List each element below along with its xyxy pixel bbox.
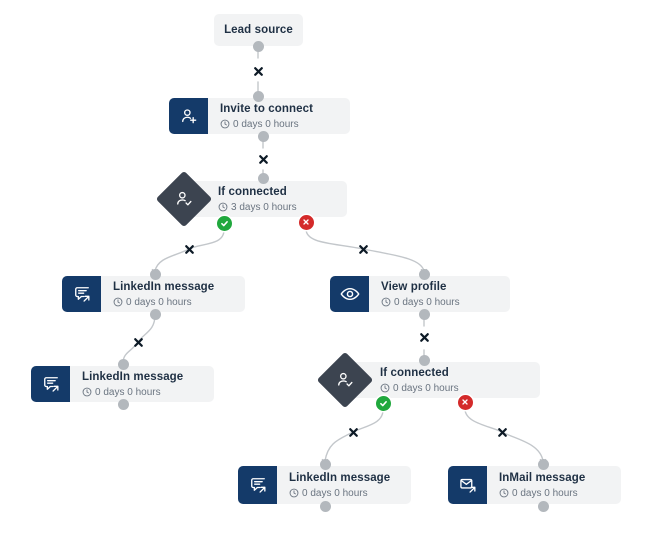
node-delay-text: 3 days 0 hours <box>231 201 297 213</box>
eye-icon <box>330 276 369 312</box>
node-port-p-lead-out[interactable] <box>252 40 264 52</box>
node-body: LinkedIn message 0 days 0 hours <box>277 466 411 504</box>
node-delay: 0 days 0 hours <box>82 386 214 399</box>
workflow-node-inmail-message[interactable]: InMail message 0 days 0 hours <box>448 466 621 504</box>
mail-send-icon <box>448 466 487 504</box>
node-port-p-li2-in[interactable] <box>117 358 129 370</box>
x-close-icon[interactable] <box>257 153 270 166</box>
node-delay: 3 days 0 hours <box>218 201 347 214</box>
clock-icon <box>113 297 123 307</box>
node-delay-text: 0 days 0 hours <box>302 487 368 499</box>
node-title: Invite to connect <box>220 102 314 115</box>
workflow-node-view-profile[interactable]: View profile 0 days 0 hours <box>330 276 510 312</box>
person-check-icon <box>325 360 365 400</box>
workflow-node-lead-source[interactable]: Lead source <box>214 14 303 46</box>
node-port-p-invite-out[interactable] <box>257 130 269 142</box>
message-send-icon <box>31 366 70 402</box>
person-add-icon <box>169 98 208 134</box>
node-body: LinkedIn message 0 days 0 hours <box>70 366 214 402</box>
message-send-icon <box>62 276 101 312</box>
node-title: LinkedIn message <box>289 471 391 484</box>
x-close-icon[interactable] <box>357 243 370 256</box>
node-port-p-ifc1-in[interactable] <box>257 172 269 184</box>
node-delay: 0 days 0 hours <box>220 118 350 131</box>
node-port-p-invite-in[interactable] <box>252 90 264 102</box>
node-port-p-view-out[interactable] <box>418 308 430 320</box>
clock-icon <box>218 202 228 212</box>
person-check-icon <box>164 179 204 219</box>
x-close-icon[interactable] <box>252 65 265 78</box>
branch-badge-badge-ifc1-yes[interactable] <box>216 215 232 231</box>
node-body: LinkedIn message 0 days 0 hours <box>101 276 245 312</box>
node-port-p-inmail-in[interactable] <box>537 458 549 470</box>
node-title: If connected <box>218 185 287 198</box>
x-close-icon[interactable] <box>183 243 196 256</box>
node-title: If connected <box>380 366 449 379</box>
node-body: InMail message 0 days 0 hours <box>487 466 621 504</box>
node-title: LinkedIn message <box>82 370 184 383</box>
node-title: LinkedIn message <box>113 280 215 293</box>
workflow-node-linkedin-message-1[interactable]: LinkedIn message 0 days 0 hours <box>62 276 245 312</box>
node-port-p-li2-out[interactable] <box>117 398 129 410</box>
node-delay: 0 days 0 hours <box>113 296 245 309</box>
node-port-p-ifc2-in[interactable] <box>418 354 430 366</box>
node-title: View profile <box>381 280 447 293</box>
node-delay-text: 0 days 0 hours <box>512 487 578 499</box>
node-port-p-li1-in[interactable] <box>149 268 161 280</box>
node-port-p-li1-out[interactable] <box>149 308 161 320</box>
node-port-p-li3-out[interactable] <box>319 500 331 512</box>
branch-badge-badge-ifc2-yes[interactable] <box>375 395 391 411</box>
node-body: Lead source <box>214 14 303 46</box>
node-port-p-li3-in[interactable] <box>319 458 331 470</box>
node-delay: 0 days 0 hours <box>499 487 621 500</box>
node-delay-text: 0 days 0 hours <box>393 382 459 394</box>
x-close-icon[interactable] <box>418 331 431 344</box>
workflow-node-if-connected-2[interactable]: If connected 0 days 0 hours <box>347 362 540 398</box>
node-delay-text: 0 days 0 hours <box>95 386 161 398</box>
clock-icon <box>289 488 299 498</box>
x-close-icon[interactable] <box>347 426 360 439</box>
message-send-icon <box>238 466 277 504</box>
node-port-p-view-in[interactable] <box>418 268 430 280</box>
node-body: If connected 3 days 0 hours <box>206 181 347 217</box>
clock-icon <box>220 119 230 129</box>
workflow-node-linkedin-message-3[interactable]: LinkedIn message 0 days 0 hours <box>238 466 411 504</box>
workflow-node-if-connected-1[interactable]: If connected 3 days 0 hours <box>185 181 347 217</box>
node-delay-text: 0 days 0 hours <box>233 118 299 130</box>
node-title: Lead source <box>224 24 293 36</box>
x-close-icon[interactable] <box>132 336 145 349</box>
branch-badge-badge-ifc1-no[interactable] <box>298 214 314 230</box>
node-delay: 0 days 0 hours <box>289 487 411 500</box>
node-title: InMail message <box>499 471 586 484</box>
node-port-p-inmail-out[interactable] <box>537 500 549 512</box>
node-delay: 0 days 0 hours <box>381 296 510 309</box>
node-body: Invite to connect 0 days 0 hours <box>208 98 350 134</box>
node-delay-text: 0 days 0 hours <box>394 296 460 308</box>
clock-icon <box>380 383 390 393</box>
branch-badge-badge-ifc2-no[interactable] <box>457 394 473 410</box>
clock-icon <box>381 297 391 307</box>
clock-icon <box>82 387 92 397</box>
node-delay: 0 days 0 hours <box>380 382 540 395</box>
workflow-node-invite-to-connect[interactable]: Invite to connect 0 days 0 hours <box>169 98 350 134</box>
node-body: If connected 0 days 0 hours <box>368 362 540 398</box>
clock-icon <box>499 488 509 498</box>
workflow-node-linkedin-message-2[interactable]: LinkedIn message 0 days 0 hours <box>31 366 214 402</box>
x-close-icon[interactable] <box>496 426 509 439</box>
node-body: View profile 0 days 0 hours <box>369 276 510 312</box>
node-delay-text: 0 days 0 hours <box>126 296 192 308</box>
